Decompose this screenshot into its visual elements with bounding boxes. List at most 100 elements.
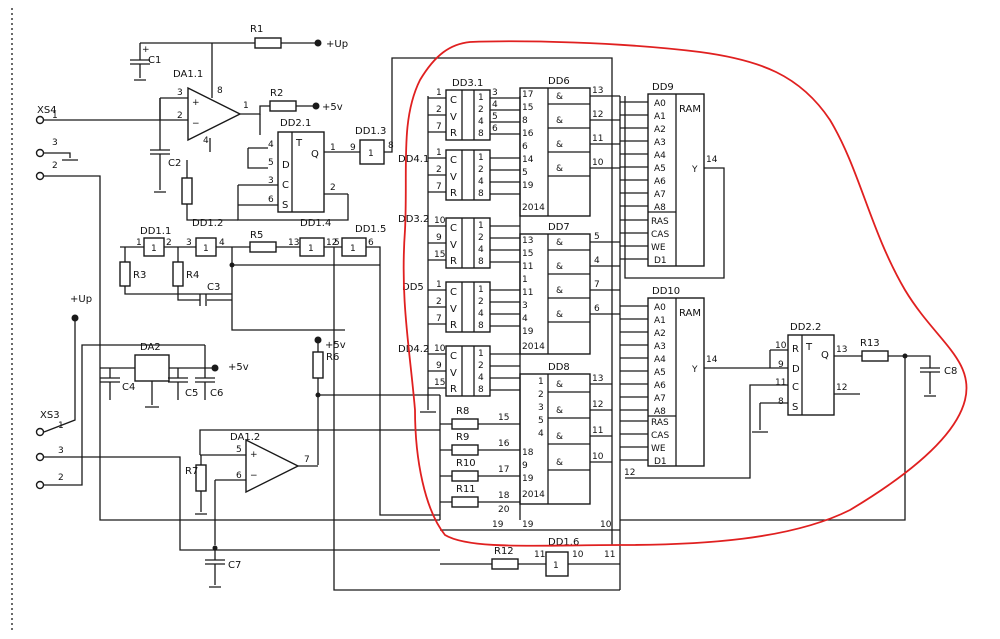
label-c6: C6	[210, 388, 223, 399]
svg-text:D1: D1	[654, 457, 667, 467]
svg-text:1: 1	[136, 238, 142, 248]
counter-dd3-1: DD3.1 C V R 1 2 4 8 1 2 7 3 4 5 6	[428, 78, 520, 141]
svg-text:RAS: RAS	[651, 217, 669, 227]
svg-text:2: 2	[478, 165, 484, 175]
opamp-da1-2	[245, 438, 300, 494]
svg-text:A3: A3	[654, 342, 666, 352]
svg-text:1: 1	[478, 285, 484, 295]
svg-text:2: 2	[330, 183, 336, 193]
svg-text:10: 10	[434, 216, 446, 226]
svg-text:5: 5	[334, 238, 340, 248]
label-r13: R13	[860, 338, 880, 349]
svg-text:&: &	[556, 286, 563, 296]
svg-text:2: 2	[177, 111, 183, 121]
svg-text:9: 9	[778, 360, 784, 370]
regulator-section: +Up XS3 1 3 2 DA2 +5v C4 C5 C6	[35, 294, 440, 551]
svg-text:12: 12	[836, 383, 847, 393]
svg-text:A7: A7	[654, 190, 666, 200]
svg-text:A8: A8	[654, 407, 666, 417]
label-r3: R3	[133, 270, 146, 281]
svg-text:S: S	[792, 402, 798, 413]
svg-text:13: 13	[288, 238, 299, 248]
svg-text:3: 3	[186, 238, 192, 248]
label-dd5: DD5	[402, 282, 424, 293]
resistor-r11	[451, 496, 479, 508]
svg-text:8: 8	[478, 129, 484, 139]
flipflop-dd2-2	[787, 334, 835, 416]
comparator-section: +5v R6 + − DA1.2 5 6 7 R7 C7	[185, 336, 440, 588]
svg-text:7: 7	[436, 122, 442, 132]
svg-text:C: C	[450, 95, 457, 106]
svg-text:3: 3	[268, 176, 274, 186]
svg-text:T: T	[295, 138, 303, 149]
svg-text:+5v: +5v	[228, 362, 249, 373]
svg-text:10: 10	[572, 550, 584, 560]
mux-dd8: DD8 & & & & 1 2 3 5 4 18 9 19 2014 13 12…	[519, 362, 612, 505]
svg-text:6: 6	[268, 195, 274, 205]
svg-text:15: 15	[522, 103, 533, 113]
resistor-r8	[451, 418, 479, 430]
label-dd1-4: DD1.4	[300, 218, 331, 229]
label-dd1-2: DD1.2	[192, 218, 223, 229]
svg-text:15: 15	[522, 249, 533, 259]
counter-dd4-2: DD4.2 C V R 1 2 4 8 10 9 15	[398, 344, 520, 397]
label-r8: R8	[456, 406, 469, 417]
gate-chain: DD1.1 1 1 2 1 3 4 R3 R4 C3 R5 1 13 12 1 …	[119, 224, 620, 591]
label-da1-1: DA1.1	[173, 69, 203, 80]
svg-text:&: &	[556, 164, 563, 174]
svg-text:A0: A0	[654, 303, 666, 313]
label-dd7: DD7	[548, 222, 570, 233]
svg-text:1: 1	[52, 111, 58, 121]
svg-text:11: 11	[522, 262, 533, 272]
output-section: DD2.2 T R D C S Q 10 9 11 8 13 12 R13 C8	[620, 322, 957, 521]
xs3-pin-3	[35, 452, 45, 462]
svg-text:10: 10	[775, 341, 787, 351]
svg-text:2: 2	[478, 233, 484, 243]
svg-text:17: 17	[498, 465, 509, 475]
svg-text:C: C	[792, 382, 799, 393]
counter-dd5: DD5 C V R 1 2 4 8 1 2 7	[402, 280, 520, 333]
svg-text:A3: A3	[654, 138, 666, 148]
svg-text:11: 11	[522, 288, 533, 298]
resistor-r10	[451, 470, 479, 482]
svg-text:&: &	[556, 458, 563, 468]
label-c8: C8	[944, 366, 957, 377]
svg-text:13: 13	[592, 374, 603, 384]
label-r12: R12	[494, 546, 514, 557]
svg-text:12: 12	[592, 110, 603, 120]
label-c7: C7	[228, 560, 241, 571]
svg-text:V: V	[450, 240, 457, 251]
svg-text:4: 4	[478, 117, 484, 127]
svg-text:18: 18	[522, 448, 534, 458]
ram-dd9: DD9 RAM A0 A1 A2 A3 A4 A5 A6 A7 A8 RAS C…	[620, 82, 725, 279]
label-xs3: XS3	[40, 410, 60, 421]
label-c3: C3	[207, 282, 220, 293]
label-dd9: DD9	[652, 82, 674, 93]
label-r10: R10	[456, 458, 476, 469]
svg-text:1: 1	[436, 148, 442, 158]
svg-text:1: 1	[330, 143, 336, 153]
svg-text:1: 1	[478, 349, 484, 359]
svg-text:19: 19	[522, 474, 534, 484]
regulator-da2	[134, 354, 170, 382]
label-r4: R4	[186, 270, 199, 281]
svg-text:+: +	[250, 450, 258, 460]
svg-text:4: 4	[492, 100, 498, 110]
label-dd6: DD6	[548, 76, 570, 87]
svg-text:12: 12	[326, 238, 337, 248]
label-dd4-1: DD4.1	[398, 154, 429, 165]
svg-text:C: C	[450, 351, 457, 362]
label-c2: C2	[168, 158, 181, 169]
svg-text:5: 5	[594, 232, 600, 242]
svg-text:10: 10	[592, 158, 604, 168]
svg-text:RAS: RAS	[651, 418, 669, 428]
svg-text:R: R	[792, 344, 799, 355]
svg-text:16: 16	[498, 439, 510, 449]
svg-text:3: 3	[538, 403, 544, 413]
svg-text:18: 18	[498, 491, 510, 501]
svg-text:R: R	[450, 320, 457, 331]
svg-text:19: 19	[522, 520, 534, 530]
svg-text:9: 9	[436, 233, 442, 243]
svg-text:9: 9	[436, 361, 442, 371]
